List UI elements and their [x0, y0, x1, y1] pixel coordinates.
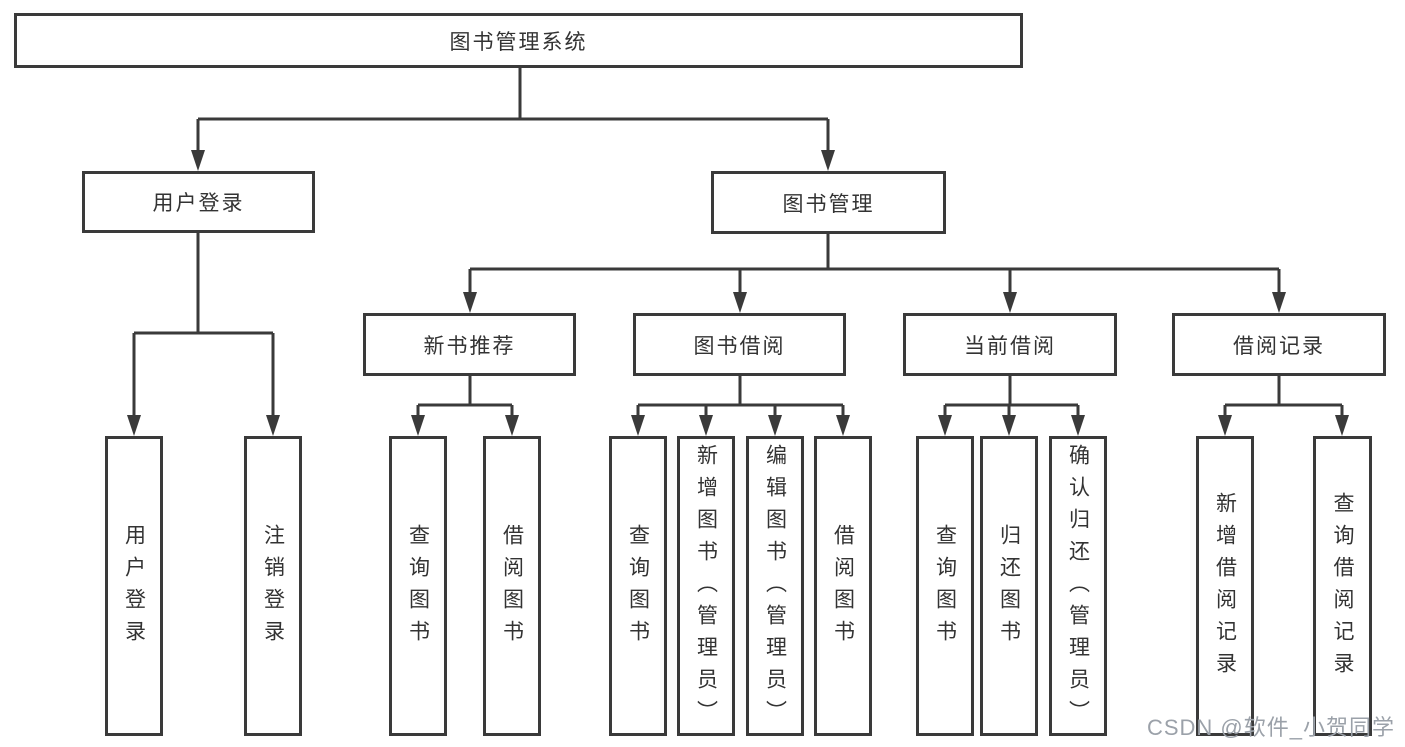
leaf-add-borrow-record: 新增借阅记录 — [1196, 436, 1254, 736]
leaf-borrow-books: 借阅图书 — [814, 436, 872, 736]
leaf-return-book: 归还图书 — [980, 436, 1038, 736]
csdn-watermark: CSDN @软件_小贺同学 — [1146, 715, 1395, 740]
node-borrow-records: 借阅记录 — [1172, 313, 1386, 376]
leaf-query-books-current: 查询图书 — [916, 436, 974, 736]
leaf-edit-book-admin: 编辑图书（管理员） — [746, 436, 804, 736]
node-book-borrow: 图书借阅 — [633, 313, 846, 376]
node-new-book-recommend: 新书推荐 — [363, 313, 576, 376]
node-current-borrow: 当前借阅 — [903, 313, 1117, 376]
node-user-login: 用户登录 — [82, 171, 315, 233]
node-root: 图书管理系统 — [14, 13, 1023, 68]
leaf-logout: 注销登录 — [244, 436, 302, 736]
leaf-borrow-books-recommend: 借阅图书 — [483, 436, 541, 736]
leaf-query-books-recommend: 查询图书 — [389, 436, 447, 736]
leaf-query-borrow-record: 查询借阅记录 — [1313, 436, 1372, 736]
leaf-add-book-admin: 新增图书（管理员） — [677, 436, 735, 736]
node-book-management: 图书管理 — [711, 171, 946, 234]
leaf-confirm-return-admin: 确认归还（管理员） — [1049, 436, 1107, 736]
leaf-user-login: 用户登录 — [105, 436, 163, 736]
leaf-query-books-borrow: 查询图书 — [609, 436, 667, 736]
